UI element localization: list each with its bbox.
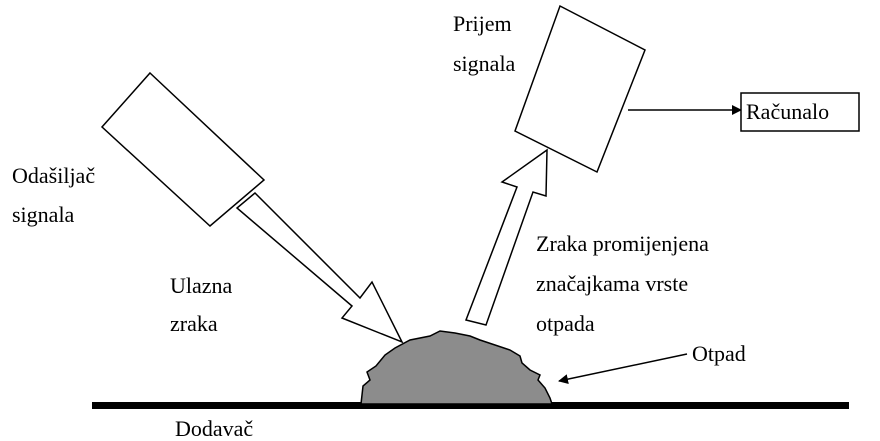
waste-pile (360, 330, 554, 405)
changed-beam-label-line1: Zraka promijenjena (536, 231, 709, 256)
feeder-belt (92, 402, 849, 409)
waste-label: Otpad (692, 341, 746, 366)
incoming-beam-label-line1: Ulazna (170, 273, 233, 298)
transmitter-label-line1: Odašiljač (12, 163, 95, 188)
incoming-beam-arrow (235, 191, 404, 344)
waste-pointer-arrow (558, 353, 688, 385)
computer-box (740, 92, 860, 132)
signal-receiver-box (514, 4, 646, 174)
feeder-label: Dodavač (175, 416, 253, 441)
receiver-label-line1: Prijem (453, 11, 512, 36)
signal-transmitter-box (100, 71, 266, 228)
receiver-label-line2: signala (453, 51, 516, 76)
incoming-beam-label-line2: zraka (170, 311, 218, 336)
transmitter-label-line2: signala (12, 202, 75, 227)
computer-label: Računalo (746, 99, 829, 124)
reflected-beam-arrow (464, 148, 548, 326)
changed-beam-label-line2: značajkama vrste (536, 271, 688, 296)
changed-beam-label-line3: otpada (536, 311, 595, 336)
